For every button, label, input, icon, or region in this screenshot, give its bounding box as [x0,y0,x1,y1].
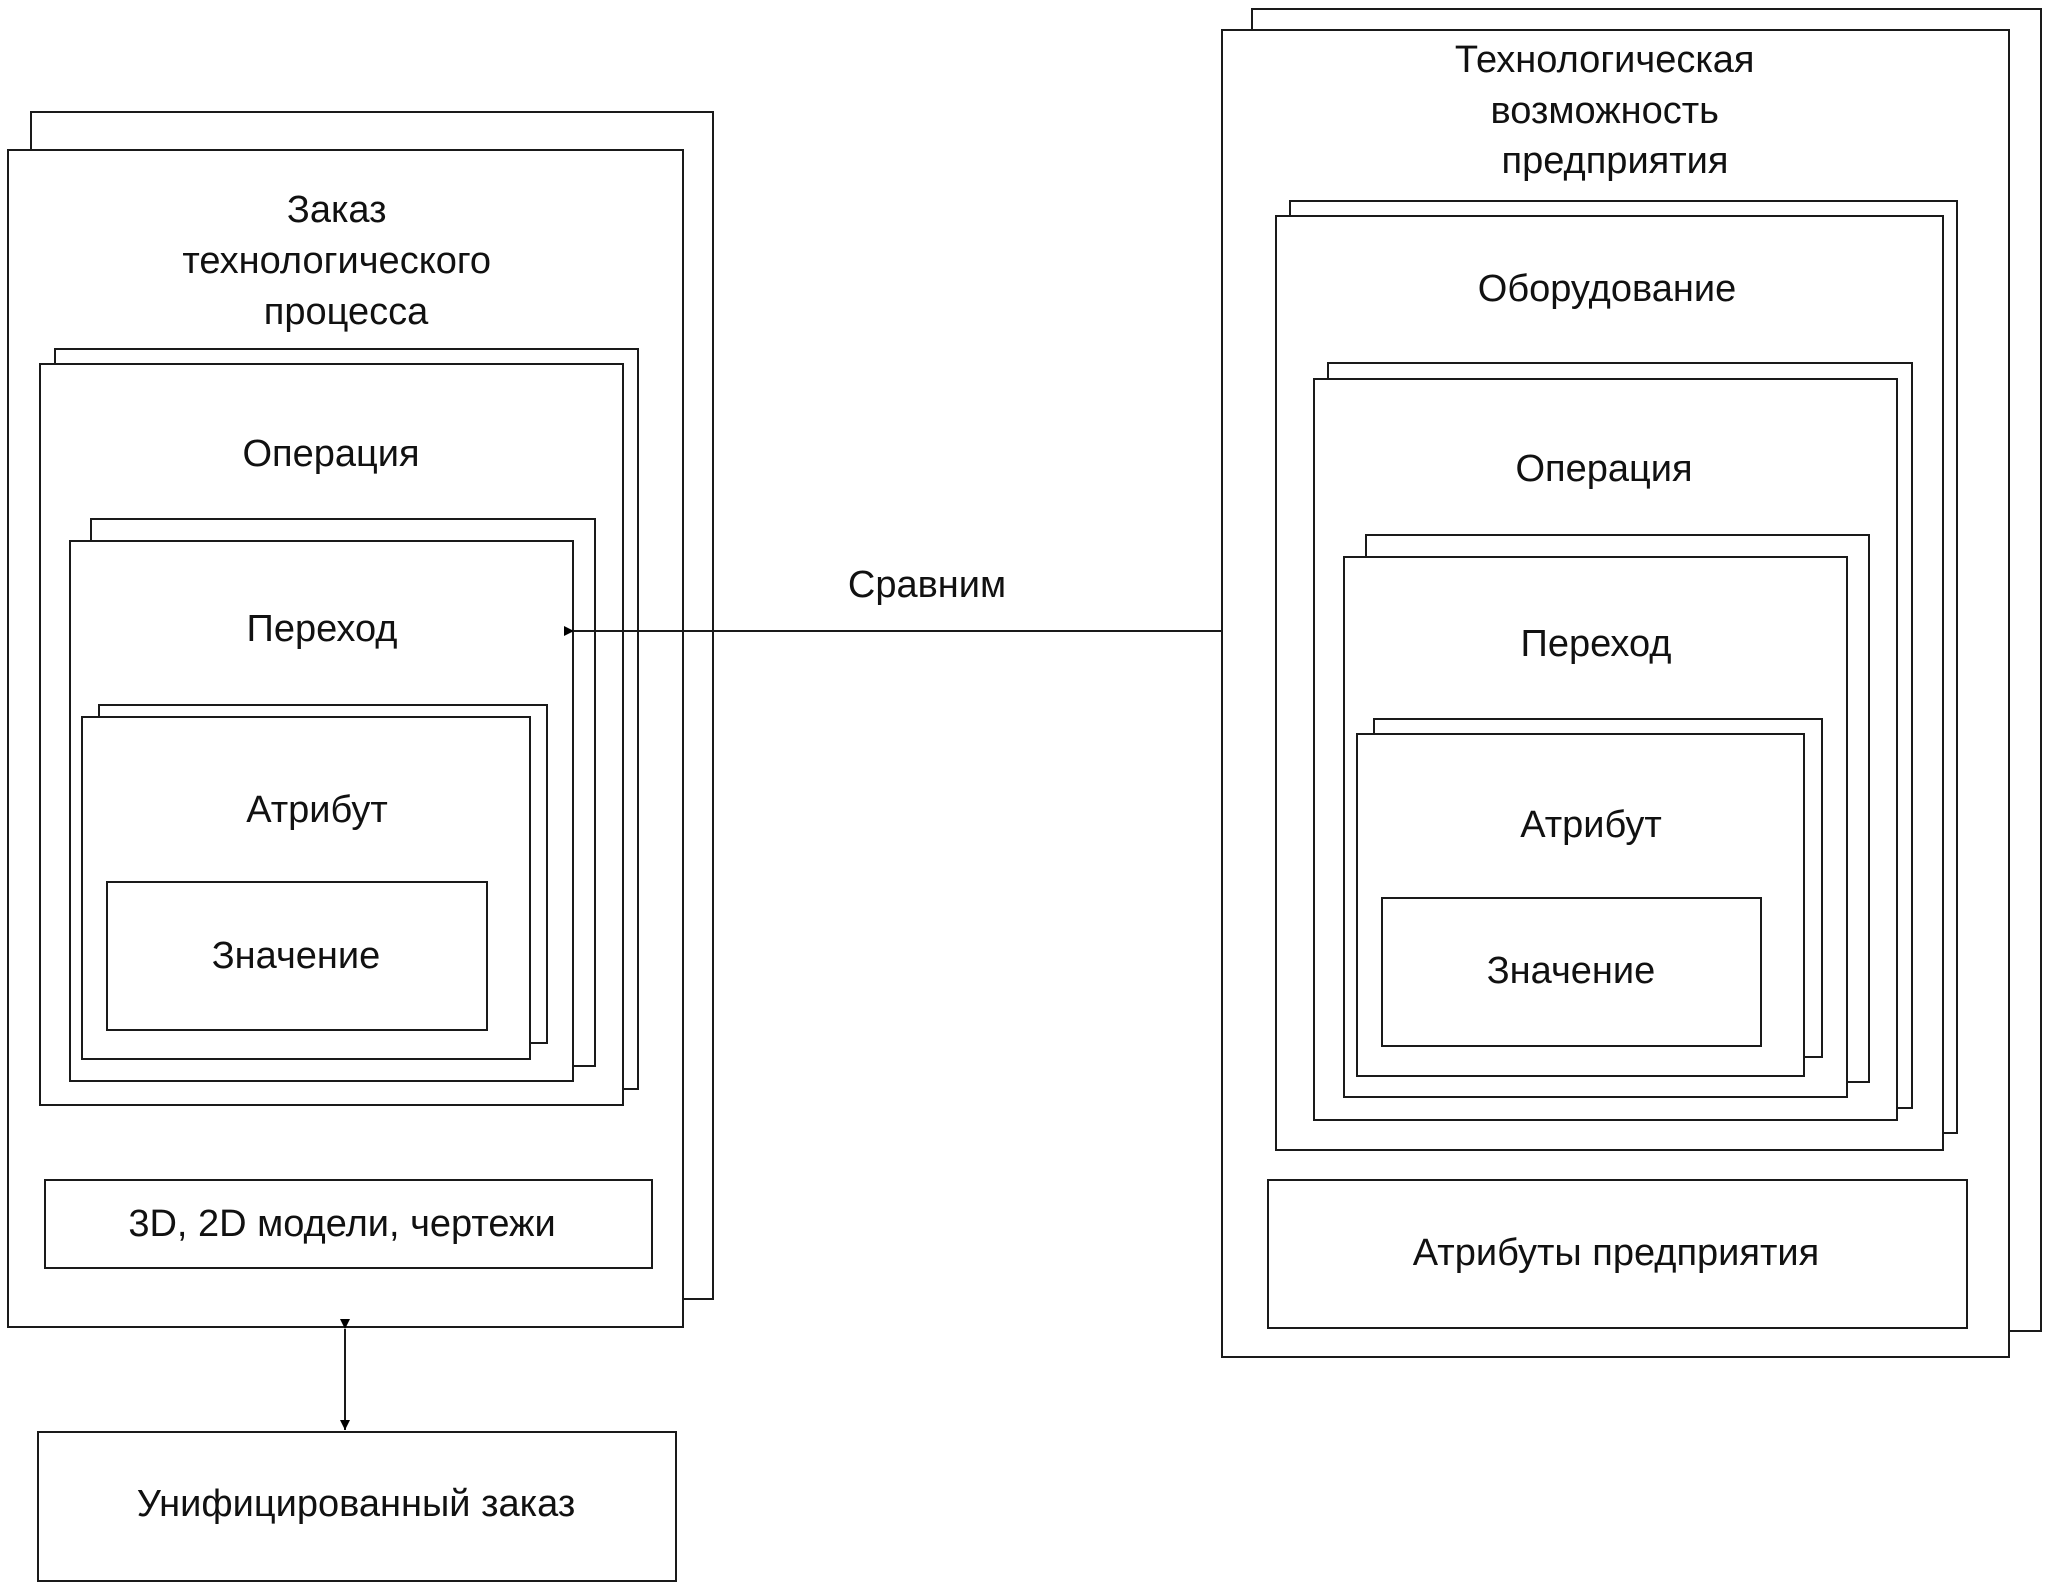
capability-title-line-1: Технологическая [1455,39,1755,81]
capability-title-line-3: предприятия [1502,140,1729,182]
order-title: Заказ технологического процесса [182,189,501,333]
right-value-label: Значение [1487,950,1656,992]
capability-stack: Технологическая возможность предприятия … [1221,8,2042,1358]
left-attribute-stack: Атрибут Значение [81,704,548,1060]
right-attribute-stack: Атрибут Значение [1356,718,1823,1077]
equipment-stack: Оборудование Операция Переход Атрибут Зн… [1275,200,1958,1151]
order-title-line-1: Заказ [287,189,387,231]
right-value-box [1381,897,1762,1047]
right-transition-stack: Переход Атрибут Значение [1343,534,1870,1098]
order-stack: Заказ технологического процесса Операция… [7,111,714,1328]
capability-title-line-2: возможность [1490,90,1718,132]
equipment-label: Оборудование [1478,268,1736,310]
order-title-line-2: технологического [182,240,491,282]
enterprise-attributes-box [1267,1179,1968,1329]
left-value-label: Значение [212,935,381,977]
compare-label: Сравним [848,564,1006,606]
left-operation-stack: Операция Переход Атрибут Значение [39,348,639,1106]
order-title-line-3: процесса [264,291,429,333]
capability-title: Технологическая возможность предприятия [1455,39,1765,182]
left-transition-stack: Переход Атрибут Значение [69,518,596,1082]
right-attribute-label: Атрибут [1520,804,1662,846]
unified-order-label: Унифицированный заказ [137,1483,576,1525]
left-value-box [106,881,488,1031]
left-attribute-label: Атрибут [246,789,388,831]
unified-order-box [37,1431,677,1582]
left-operation-label: Операция [242,433,419,475]
right-operation-stack: Операция Переход Атрибут Значение [1313,362,1913,1121]
models-box [44,1179,653,1269]
enterprise-attributes-label: Атрибуты предприятия [1413,1232,1819,1274]
right-transition-label: Переход [1521,623,1672,665]
left-transition-label: Переход [247,608,398,650]
models-label: 3D, 2D модели, чертежи [128,1203,555,1245]
right-operation-label: Операция [1515,448,1692,490]
